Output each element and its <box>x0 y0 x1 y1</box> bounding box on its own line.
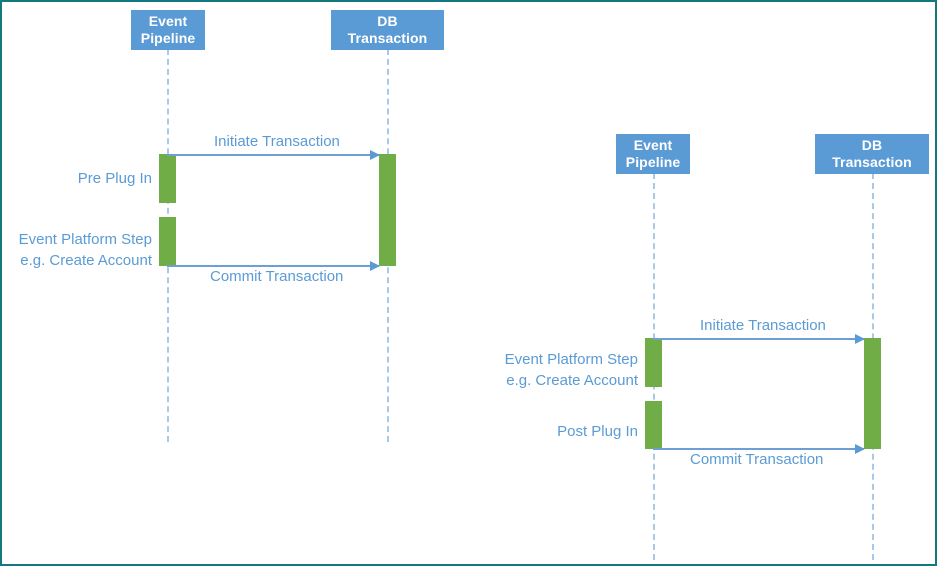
activation-db-transaction-1 <box>379 154 396 266</box>
arrowhead-icon-commit-transaction-2 <box>855 444 865 454</box>
actor-label-line1: DB <box>861 137 883 153</box>
actor-box-event-pipeline-1[interactable]: Event Pipeline <box>131 10 205 50</box>
message-label-initiate-transaction-1: Initiate Transaction <box>214 133 340 150</box>
step-label-line1: Post Plug In <box>557 423 638 440</box>
actor-label-line1: Event <box>633 137 673 153</box>
message-label-commit-transaction-1: Commit Transaction <box>210 268 344 285</box>
message-line-initiate-transaction-1 <box>167 154 379 156</box>
actor-label-line2: Transaction <box>347 30 428 46</box>
actor-box-db-transaction-2[interactable]: DB Transaction <box>815 134 929 174</box>
actor-label-line2: Pipeline <box>625 154 681 170</box>
activation-post-plug-in <box>645 401 662 449</box>
message-line-commit-transaction-2 <box>653 448 864 450</box>
arrowhead-icon-initiate-transaction-2 <box>855 334 865 344</box>
step-label-line1: Event Platform Step <box>18 231 152 248</box>
message-label-commit-transaction-2: Commit Transaction <box>690 451 824 468</box>
activation-event-platform-step-2 <box>645 338 662 387</box>
step-label-event-platform-step-1: Event Platform Step e.g. Create Account <box>2 229 152 271</box>
activation-event-platform-step-1 <box>159 217 176 266</box>
message-label-initiate-transaction-2: Initiate Transaction <box>700 317 826 334</box>
message-line-commit-transaction-1 <box>167 265 379 267</box>
activation-pre-plug-in <box>159 154 176 203</box>
actor-label-line1: DB <box>377 13 398 29</box>
step-label-pre-plug-in: Pre Plug In <box>2 168 152 189</box>
step-label-event-platform-step-2: Event Platform Step e.g. Create Account <box>488 349 638 391</box>
step-label-line2: e.g. Create Account <box>20 252 152 269</box>
step-label-line1: Pre Plug In <box>77 170 152 187</box>
step-label-line2: e.g. Create Account <box>506 372 638 389</box>
actor-label-line2: Pipeline <box>140 30 196 46</box>
arrowhead-icon-commit-transaction-1 <box>370 261 380 271</box>
message-line-initiate-transaction-2 <box>653 338 864 340</box>
actor-label-line2: Transaction <box>832 154 912 170</box>
actor-label-line1: Event <box>148 13 188 29</box>
step-label-post-plug-in: Post Plug In <box>488 421 638 442</box>
activation-db-transaction-2 <box>864 338 881 449</box>
actor-box-db-transaction-1[interactable]: DB Transaction <box>331 10 444 50</box>
step-label-line1: Event Platform Step <box>504 351 638 368</box>
actor-box-event-pipeline-2[interactable]: Event Pipeline <box>616 134 690 174</box>
arrowhead-icon-initiate-transaction-1 <box>370 150 380 160</box>
